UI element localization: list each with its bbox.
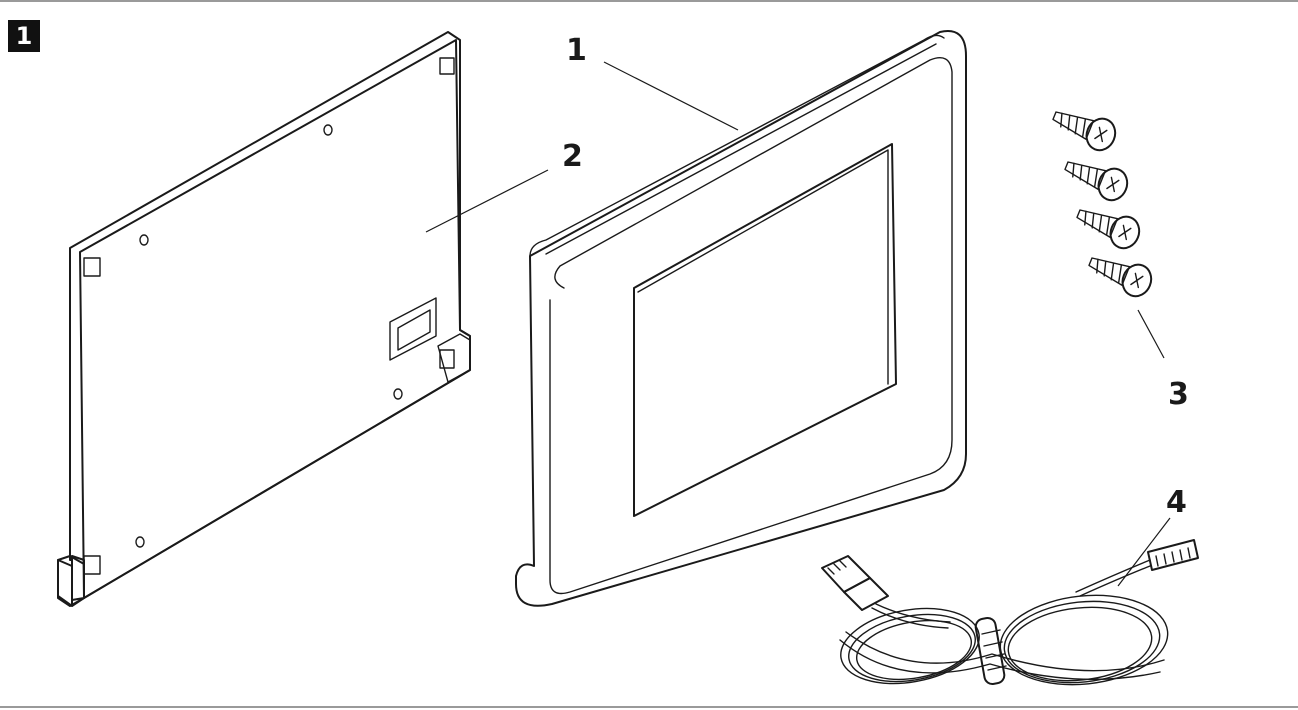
callout-1: 1 <box>566 33 587 68</box>
leader-3 <box>1137 309 1165 359</box>
callout-3: 3 <box>1168 377 1189 412</box>
screw <box>1088 257 1153 298</box>
coiled-cable <box>821 539 1199 686</box>
screw <box>1052 111 1117 152</box>
callout-2: 2 <box>562 139 583 174</box>
touch-display <box>515 30 967 607</box>
leader-4 <box>1117 517 1171 587</box>
bottom-rule <box>0 706 1298 708</box>
leader-1 <box>603 61 739 131</box>
mounting-plate <box>57 31 471 607</box>
step-badge: 1 <box>8 20 40 52</box>
screw <box>1064 161 1129 202</box>
leader-2 <box>425 169 549 233</box>
screws <box>1052 111 1153 298</box>
callout-4: 4 <box>1166 485 1187 520</box>
screw <box>1076 209 1141 250</box>
top-rule <box>0 0 1298 2</box>
